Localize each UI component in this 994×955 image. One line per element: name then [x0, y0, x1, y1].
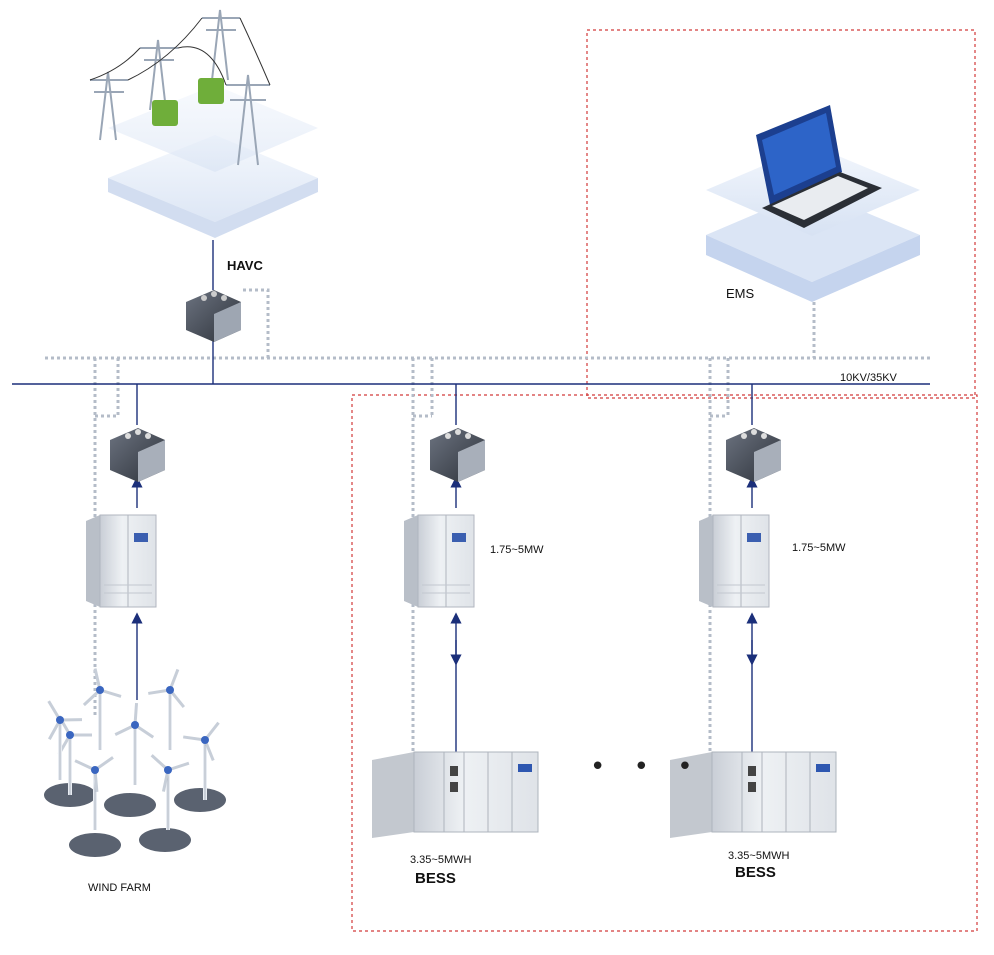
transformer-icon: [726, 428, 781, 482]
transformer-icon: [430, 428, 485, 482]
wind-turbine-icon: [183, 721, 220, 800]
bess-name-label-2: BESS: [735, 864, 776, 881]
wind-turbine-icon: [57, 715, 92, 795]
havc-label: HAVC: [227, 258, 263, 273]
havc-transformer-icon: [186, 290, 241, 342]
bess-capacity-label-1: 3.35~5MWH: [410, 854, 472, 866]
more-containers-ellipsis: • • •: [590, 752, 703, 782]
pcs-power-label-1: 1.75~5MW: [490, 544, 544, 556]
bess-name-label-1: BESS: [415, 870, 456, 887]
pcs-cabinet-icon: [699, 514, 770, 608]
battery-container-icon: [670, 751, 837, 838]
communication-lines: [45, 288, 930, 752]
transformer-icon: [110, 428, 165, 482]
wind-turbine-icon: [150, 754, 190, 830]
pcs-power-label-2: 1.75~5MW: [792, 542, 846, 554]
wind-turbine-icon: [82, 668, 122, 750]
pcs-cabinet-icon: [404, 514, 475, 608]
battery-container-icon: [372, 751, 539, 838]
transmission-tower-icon: [89, 9, 318, 238]
wind-turbine-icon: [74, 756, 114, 830]
laptop-icon: [706, 105, 920, 302]
ems-boundary: [586, 29, 976, 399]
bess-capacity-label-2: 3.35~5MWH: [728, 850, 790, 862]
wind-turbine-icon: [47, 700, 83, 780]
bess-boundary: [351, 394, 978, 932]
power-lines: [12, 240, 930, 752]
wind-farm-label: WIND FARM: [88, 882, 151, 894]
wind-turbine-icon: [114, 702, 155, 785]
wind-turbine-icon: [44, 668, 226, 857]
wind-turbine-icon: [148, 668, 186, 750]
bus-voltage-label: 10KV/35KV: [840, 372, 897, 384]
pcs-cabinet-icon: [86, 514, 157, 608]
ems-label: EMS: [726, 286, 755, 301]
